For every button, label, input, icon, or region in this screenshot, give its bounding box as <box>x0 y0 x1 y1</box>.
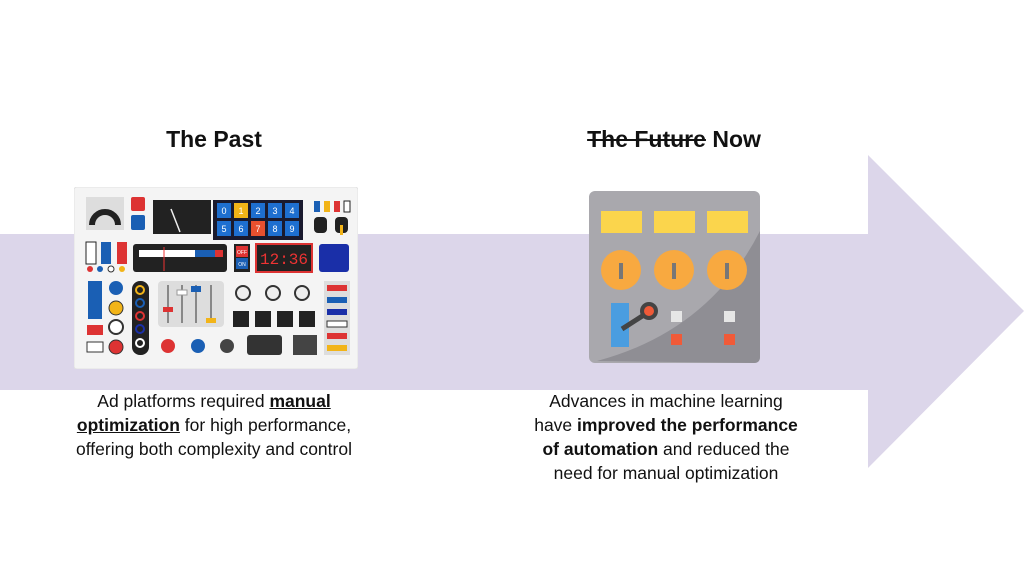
struck-title: The Future <box>587 126 706 152</box>
past-description: Ad platforms required manual optimizatio… <box>64 389 364 461</box>
clock-display: 12:36 <box>260 251 308 269</box>
future-text-end: and reduced the need for manual optimiza… <box>553 439 790 483</box>
keypad-key <box>234 203 248 218</box>
keypad-key <box>234 221 248 236</box>
off-label: OFF <box>237 250 247 256</box>
keypad-key <box>268 221 282 236</box>
past-title: The Past <box>166 126 262 152</box>
automation-machine-icon <box>589 191 760 363</box>
keypad-key <box>285 221 299 236</box>
future-title: The Future Now <box>524 126 824 153</box>
arrow-shape <box>0 155 1024 468</box>
keypad-key-label: 8 <box>272 224 277 234</box>
keypad-key-label: 4 <box>289 206 294 216</box>
control-panel-illustration: 0 1 2 3 4 5 6 7 8 9 OFF ON 12:36 <box>74 187 358 369</box>
title-now: Now <box>705 126 761 152</box>
keypad-key <box>268 203 282 218</box>
keypad-key-label: 6 <box>238 224 243 234</box>
keypad-key-label: 2 <box>255 206 260 216</box>
keypad-key-label: 9 <box>289 224 294 234</box>
keypad-key <box>285 203 299 218</box>
keypad-key <box>251 203 265 218</box>
past-text-end: for high performance, offering both comp… <box>76 415 352 459</box>
past-text-start: Ad platforms required <box>97 391 270 411</box>
keypad-key <box>217 203 231 218</box>
future-text-emphasis: improved the performance of automation <box>542 415 798 459</box>
keypad-key <box>251 221 265 236</box>
keypad-key-label: 1 <box>238 206 243 216</box>
keypad: 0 1 2 3 4 5 6 7 8 9 <box>217 203 299 236</box>
keypad-key <box>217 221 231 236</box>
past-text-emphasis: manual optimization <box>76 391 331 435</box>
keypad-key-label: 5 <box>221 224 226 234</box>
on-label: ON <box>238 262 246 268</box>
keypad-key-label: 3 <box>272 206 277 216</box>
keypad-key-label: 7 <box>255 224 260 234</box>
keypad-key-label: 0 <box>221 206 226 216</box>
future-description: Advances in machine learning have improv… <box>528 389 804 485</box>
future-text-start: Advances in machine learning have <box>534 391 783 435</box>
